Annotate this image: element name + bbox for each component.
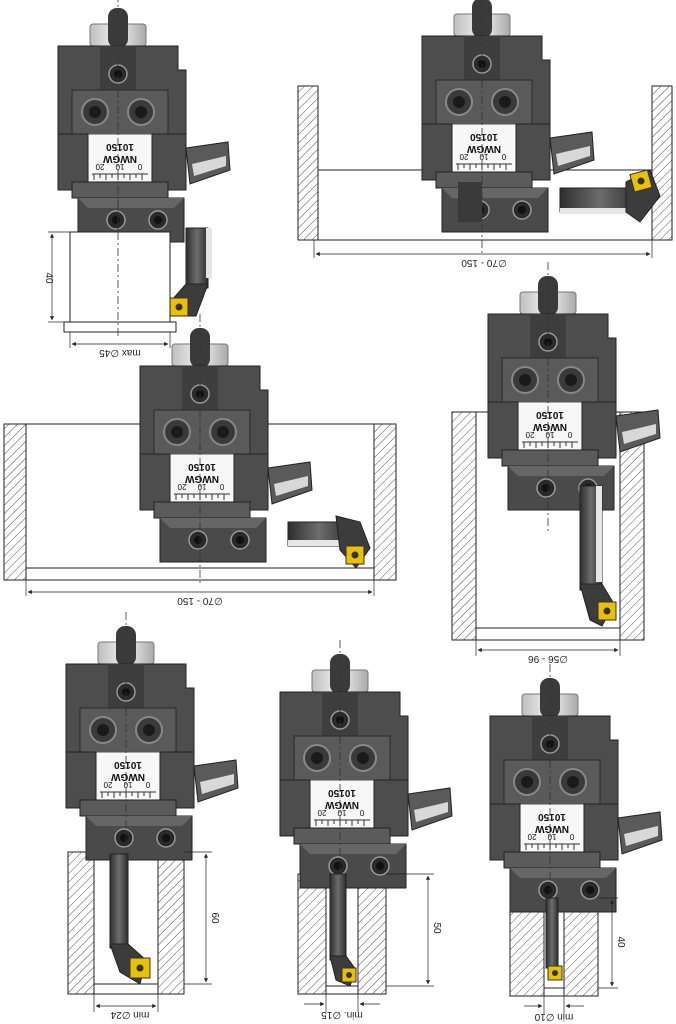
dim-fig5-width: min ∅24 bbox=[110, 1009, 149, 1020]
figure-2: ∅70 - 150 bbox=[297, 0, 673, 268]
dim-fig7-width: min ∅10 bbox=[534, 1011, 573, 1022]
head-brand-label: NWGW bbox=[103, 153, 137, 164]
head-scale-label: 10 bbox=[115, 162, 124, 171]
head-scale-label: 20 bbox=[103, 780, 112, 789]
dim-fig2-width: ∅70 - 150 bbox=[461, 257, 507, 268]
dim-fig5-depth: 60 bbox=[209, 912, 220, 924]
figure-6: 50 min. ∅15 bbox=[279, 639, 453, 1020]
head-code-label: 10150 bbox=[188, 461, 216, 472]
head-brand-label: NWGW bbox=[467, 143, 501, 154]
head-scale-label: 0 bbox=[501, 152, 506, 161]
figure-4: ∅56 - 96 bbox=[451, 261, 661, 664]
head-brand-label: NWGW bbox=[111, 771, 145, 782]
head-scale-label: 20 bbox=[177, 482, 186, 491]
head-code-label: 10150 bbox=[470, 131, 498, 142]
dim-fig6-width: min. ∅15 bbox=[321, 1009, 363, 1020]
head-scale-label: 20 bbox=[317, 808, 326, 817]
head-scale-label: 10 bbox=[545, 430, 554, 439]
head-scale-label: 0 bbox=[359, 808, 364, 817]
head-brand-label: NWGW bbox=[185, 473, 219, 484]
head-scale-label: 0 bbox=[219, 482, 224, 491]
dim-fig1-width: max ∅45 bbox=[99, 347, 141, 358]
head-scale-label: 20 bbox=[459, 152, 468, 161]
head-scale-label: 10 bbox=[479, 152, 488, 161]
head-scale-label: 0 bbox=[145, 780, 150, 789]
dim-fig4-width: ∅56 - 96 bbox=[528, 653, 568, 664]
head-code-label: 10150 bbox=[114, 759, 142, 770]
figure-3: ∅70 - 150 bbox=[3, 313, 397, 606]
head-scale-label: 0 bbox=[567, 430, 572, 439]
head-code-label: 10150 bbox=[538, 811, 566, 822]
dim-fig7-depth: 40 bbox=[615, 936, 626, 948]
head-code-label: 10150 bbox=[328, 787, 356, 798]
figure-5: 60 min ∅24 bbox=[65, 611, 239, 1020]
head-scale-label: 20 bbox=[525, 430, 534, 439]
head-scale-label: 10 bbox=[123, 780, 132, 789]
head-scale-label: 10 bbox=[337, 808, 346, 817]
head-brand-label: NWGW bbox=[533, 421, 567, 432]
head-code-label: 10150 bbox=[106, 141, 134, 152]
head-code-label: 10150 bbox=[536, 409, 564, 420]
figure-7: 40 min ∅10 bbox=[489, 663, 663, 1022]
head-scale-label: 20 bbox=[95, 162, 104, 171]
figure-1: 40 max ∅45 bbox=[43, 0, 231, 358]
head-scale-label: 0 bbox=[137, 162, 142, 171]
dim-fig3-width: ∅70 - 150 bbox=[177, 595, 223, 606]
head-brand-label: NWGW bbox=[325, 799, 359, 810]
head-scale-label: 0 bbox=[569, 832, 574, 841]
dim-fig1-depth: 40 bbox=[43, 272, 54, 284]
head-scale-label: 10 bbox=[197, 482, 206, 491]
head-brand-label: NWGW bbox=[535, 823, 569, 834]
head-scale-label: 20 bbox=[527, 832, 536, 841]
head-scale-label: 10 bbox=[547, 832, 556, 841]
dim-fig6-depth: 50 bbox=[431, 922, 442, 934]
